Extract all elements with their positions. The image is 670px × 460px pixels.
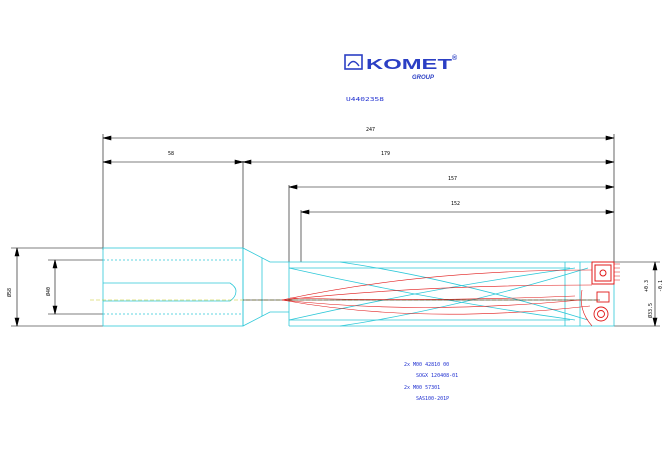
note-line-1: 2x M00 42810 00: [404, 362, 449, 368]
insert-notes: 2x M00 42810 00 SOGX 120408-01 2x M00 57…: [404, 362, 458, 402]
dim-shank-diameter: Ø40: [45, 287, 52, 296]
cutting-insert: [591, 261, 615, 285]
note-line-4: SAS100-201P: [416, 396, 449, 402]
dim-body-length: 179: [381, 151, 390, 157]
coolant-channels: [281, 269, 593, 327]
part-number: U4402358: [346, 97, 384, 103]
logo-registered-mark: ®: [452, 54, 458, 62]
dim-drill-depth-2: 152: [451, 201, 460, 207]
insert-hatch: [614, 263, 620, 281]
dim-body-diameter: Ø58: [6, 288, 13, 297]
drill-body: [102, 247, 615, 327]
dimension-lines: [11, 134, 660, 327]
dim-overall-length: 247: [366, 127, 375, 133]
note-line-3: 2x M00 57301: [404, 385, 440, 391]
note-line-2: SOGX 120408-01: [416, 373, 458, 379]
dim-shank-length: 58: [168, 151, 174, 157]
dim-drill-depth-1: 157: [448, 176, 457, 182]
logo-group-text: GROUP: [412, 75, 435, 81]
komet-logo: KOMET ® GROUP: [344, 54, 458, 81]
dim-tolerance-upper: +0.3: [644, 280, 650, 292]
dim-tolerance-lower: -0.1: [658, 280, 664, 292]
cutting-insert-lower: [593, 291, 610, 322]
dim-drill-diameter: Ø33.5: [647, 303, 654, 318]
logo-brand-text: KOMET: [366, 56, 452, 73]
